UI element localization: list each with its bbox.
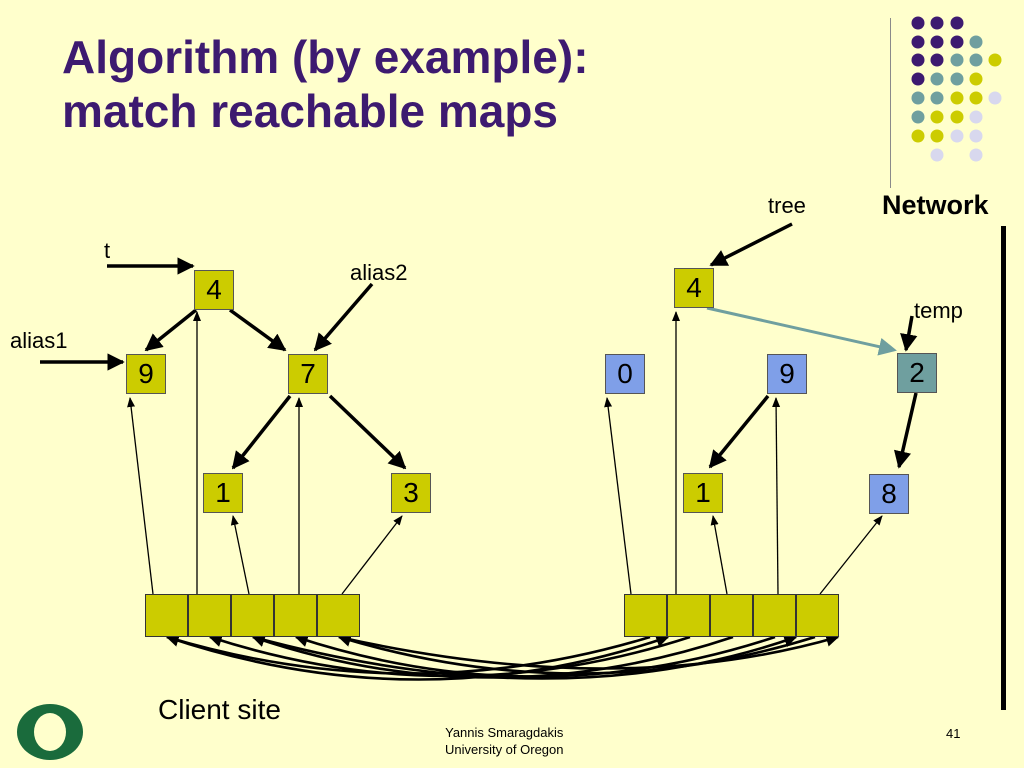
left-node-1: 1: [203, 473, 243, 513]
edge-temp-to-2: [900, 315, 918, 352]
map-curve-5: [337, 634, 816, 675]
footer-institution: University of Oregon: [445, 742, 564, 757]
right-node-1: 1: [683, 473, 723, 513]
right-table-cell-4: [753, 594, 796, 637]
left-table-cell-3: [231, 594, 274, 637]
right-node-root: 4: [674, 268, 714, 308]
title-line-2: match reachable maps: [62, 85, 559, 137]
edge-tree-to-root: [709, 222, 793, 267]
edge-network-4-to-2: [706, 306, 897, 356]
title-line-1: Algorithm (by example):: [62, 31, 589, 83]
label-temp: temp: [914, 298, 963, 323]
map-curve-8: [338, 633, 840, 670]
left-node-7: 7: [288, 354, 328, 394]
label-t: t: [104, 238, 111, 263]
edge-4-to-7: [228, 308, 287, 352]
left-node-3: 3: [391, 473, 431, 513]
edge-alias2-to-7: [313, 282, 374, 352]
left-node-root: 4: [194, 270, 234, 310]
right-table-cell-3: [710, 594, 753, 637]
map-curve-4: [294, 634, 776, 678]
right-node-2: 2: [897, 353, 937, 393]
slide-title: Algorithm (by example): match reachable …: [62, 30, 589, 138]
edge-7-to-3: [328, 394, 407, 470]
label-alias1: alias1: [10, 328, 68, 353]
ptr-rcell1-to-0: [604, 397, 632, 595]
right-table-cell-1: [624, 594, 667, 637]
label-alias2: alias2: [350, 260, 408, 285]
ptr-rcell4-to-9: [772, 397, 781, 595]
network-boundary-line: [1001, 226, 1006, 710]
footer-credit: Yannis Smaragdakis University of Oregon: [445, 724, 564, 758]
ptr-rcell3-to-1: [710, 515, 728, 595]
decorative-dot-grid: [911, 16, 1002, 162]
label-tree: tree: [768, 193, 806, 218]
right-node-8: 8: [869, 474, 909, 514]
left-node-9: 9: [126, 354, 166, 394]
right-node-9: 9: [767, 354, 807, 394]
edge-9-to-1: [708, 394, 770, 469]
ptr-rcell5-to-8: [819, 515, 883, 595]
page-number: 41: [946, 726, 961, 741]
edge-2-to-8: [893, 392, 918, 469]
right-node-0: 0: [605, 354, 645, 394]
client-site-label: Client site: [158, 694, 281, 725]
map-curve-3: [251, 634, 734, 679]
ptr-cell1-to-9: [127, 397, 154, 595]
map-curve-7: [252, 634, 798, 680]
ptr-cell5-to-3: [341, 515, 403, 595]
map-curve-6: [166, 634, 670, 681]
network-label: Network: [882, 190, 989, 220]
footer-author: Yannis Smaragdakis: [445, 725, 564, 740]
university-o-logo: [17, 704, 83, 760]
left-table-cell-2: [188, 594, 231, 637]
right-table-cell-2: [667, 594, 710, 637]
edge-7-to-1: [231, 394, 292, 470]
left-table-cell-4: [274, 594, 317, 637]
decorative-divider: [890, 18, 891, 188]
left-table-cell-1: [145, 594, 188, 637]
edge-4-to-9: [144, 308, 198, 352]
ptr-cell3-to-1: [230, 515, 250, 595]
right-table-cell-5: [796, 594, 839, 637]
left-table-cell-5: [317, 594, 360, 637]
